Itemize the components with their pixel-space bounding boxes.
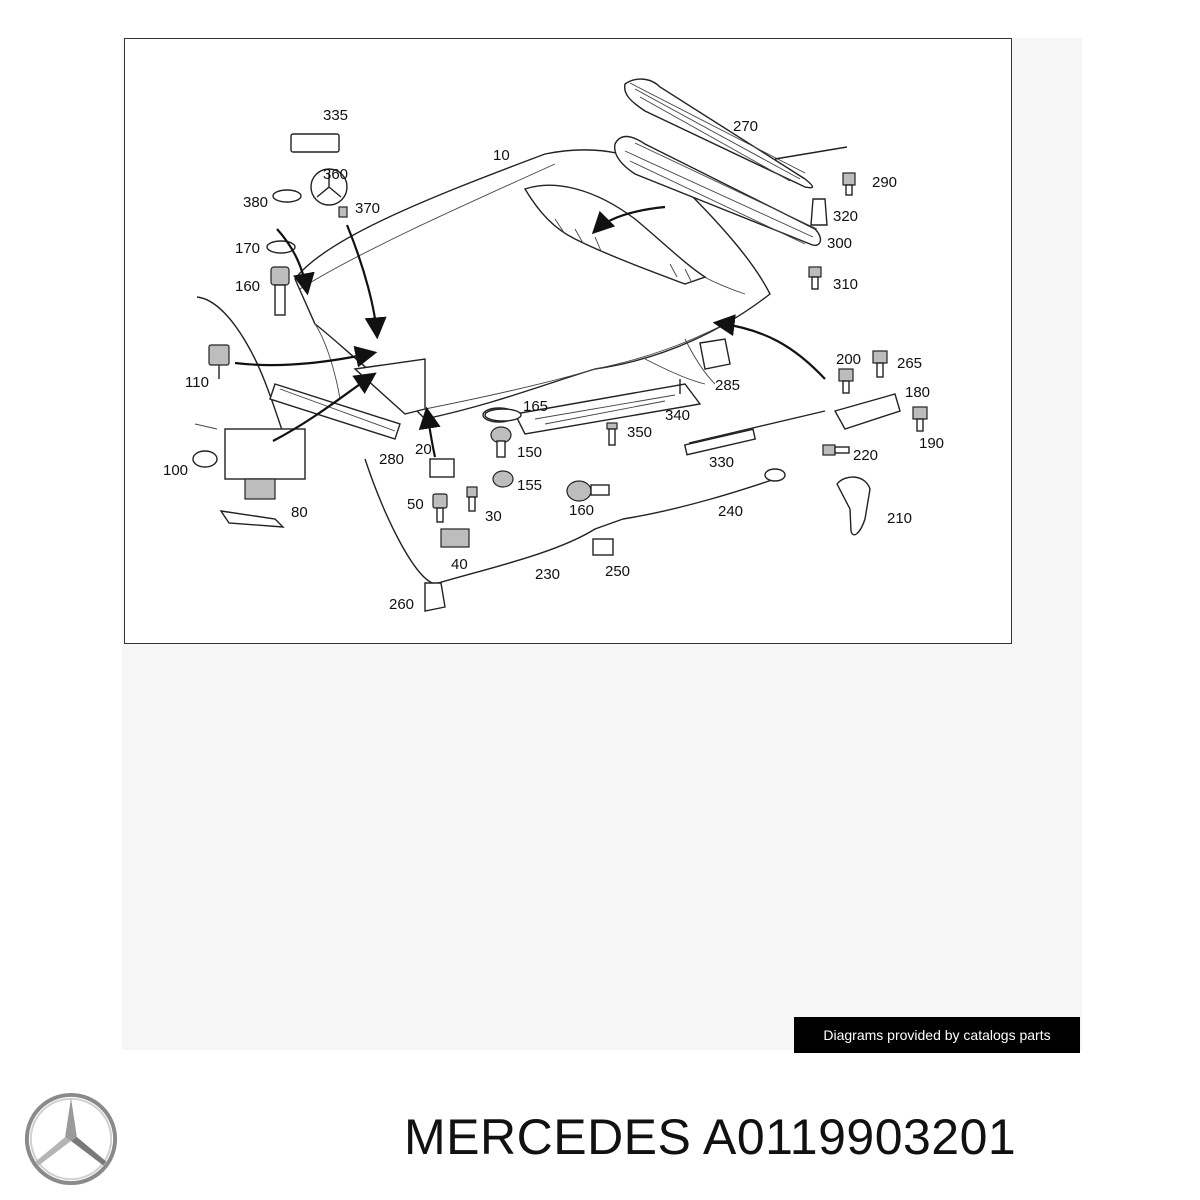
callout-50: 50	[407, 496, 424, 513]
callout-370: 370	[355, 200, 380, 217]
part-150-buffer	[490, 426, 512, 458]
part-330-gas-strut	[683, 410, 826, 456]
part-335-block	[290, 133, 340, 153]
part-155-nut	[492, 470, 514, 488]
part-110-lock	[208, 344, 230, 379]
callout-300: 300	[827, 235, 852, 252]
part-310-screw	[808, 266, 822, 290]
callout-200: 200	[836, 351, 861, 368]
part-220-screw	[822, 444, 850, 456]
part-50-bolt	[432, 493, 448, 523]
part-260-holder	[424, 582, 446, 612]
part-165-seat	[484, 408, 522, 422]
diagram-frame: 10 20 30 40 50 80 100 110 150 155 160 160 165 170 180 1…	[124, 38, 1012, 644]
part-200-bolt	[838, 368, 854, 394]
assembly-arrow-latch	[272, 372, 377, 442]
part-250-clip	[592, 538, 614, 556]
callout-170: 170	[235, 240, 260, 257]
assembly-arrow-emblem	[345, 224, 387, 340]
part-285-cover	[699, 338, 731, 370]
part-160-bumper-right	[566, 480, 610, 502]
part-40-bracket	[440, 528, 470, 548]
part-160-bumper-left	[270, 266, 290, 316]
cable-end-240	[764, 468, 786, 482]
callout-150: 150	[517, 444, 542, 461]
part-300-frame	[613, 135, 822, 246]
part-270-grille	[623, 78, 814, 189]
callout-155: 155	[517, 477, 542, 494]
seal-rib	[279, 388, 396, 432]
part-80-latch	[219, 428, 306, 528]
callout-110: 110	[185, 374, 209, 391]
assembly-arrow-hinge	[712, 314, 826, 380]
callout-165: 165	[523, 398, 548, 415]
callout-220: 220	[853, 447, 878, 464]
callout-310: 310	[833, 276, 858, 293]
callout-320: 320	[833, 208, 858, 225]
callout-260: 260	[389, 596, 414, 613]
assembly-arrow-pad	[276, 228, 315, 296]
brand-name: MERCEDES	[404, 1109, 692, 1165]
part-100-grommet	[192, 450, 218, 468]
leader-100	[194, 423, 218, 430]
part-265-bolt	[872, 350, 888, 378]
callout-240: 240	[718, 503, 743, 520]
callout-285: 285	[715, 377, 740, 394]
part-280-seal	[269, 383, 401, 440]
callout-210: 210	[887, 510, 912, 527]
part-210-release-handle	[836, 476, 871, 536]
assembly-arrow-lock	[234, 345, 378, 368]
callout-350: 350	[627, 424, 652, 441]
part-380-pad	[272, 189, 302, 203]
callout-160-1: 160	[569, 502, 594, 519]
hood-parts-diagram: 10 20 30 40 50 80 100 110 150 155 160 160 165 170 180 1…	[163, 78, 944, 613]
part-180-hinge	[833, 393, 901, 430]
mercedes-star-icon	[24, 1092, 118, 1186]
callout-280: 280	[379, 451, 404, 468]
callout-250: 250	[605, 563, 630, 580]
callout-270: 270	[733, 118, 758, 135]
credit-banner: Diagrams provided by catalogs parts	[794, 1017, 1080, 1053]
callout-335: 335	[323, 107, 348, 124]
callout-230: 230	[535, 566, 560, 583]
callout-265: 265	[897, 355, 922, 372]
callout-160: 160	[235, 278, 260, 295]
leader-290	[774, 146, 848, 160]
part-190-bolt	[912, 406, 928, 432]
callout-360: 360	[323, 166, 348, 183]
part-240-cable	[622, 478, 776, 520]
callout-180: 180	[905, 384, 930, 401]
part-290-screw	[842, 172, 856, 196]
part-350-screw	[606, 422, 618, 446]
part-370-clip	[338, 206, 348, 218]
callout-40: 40	[451, 556, 468, 573]
callout-20: 20	[415, 441, 432, 458]
release-cable-upper	[196, 296, 286, 440]
part-title: MERCEDES A0119903201	[404, 1108, 1016, 1166]
part-360-star-emblem	[310, 168, 348, 206]
callout-labels: 10 20 30 40 50 80 100 110 150 155 160 160 165 170 180 1…	[163, 107, 944, 613]
callout-380: 380	[243, 194, 268, 211]
callout-190: 190	[919, 435, 944, 452]
part-30-bolt	[466, 486, 478, 512]
callout-340: 340	[665, 407, 690, 424]
callout-30: 30	[485, 508, 502, 525]
part-number: A0119903201	[703, 1109, 1017, 1165]
callout-10: 10	[493, 147, 510, 164]
part-320-clip	[810, 198, 828, 226]
callout-330: 330	[709, 454, 734, 471]
assembly-arrow-grille	[591, 205, 666, 235]
assembly-arrow-clip	[418, 406, 441, 458]
callout-80: 80	[291, 504, 308, 521]
part-20-clip	[429, 458, 455, 478]
callout-100: 100	[163, 462, 188, 479]
callout-290: 290	[872, 174, 897, 191]
